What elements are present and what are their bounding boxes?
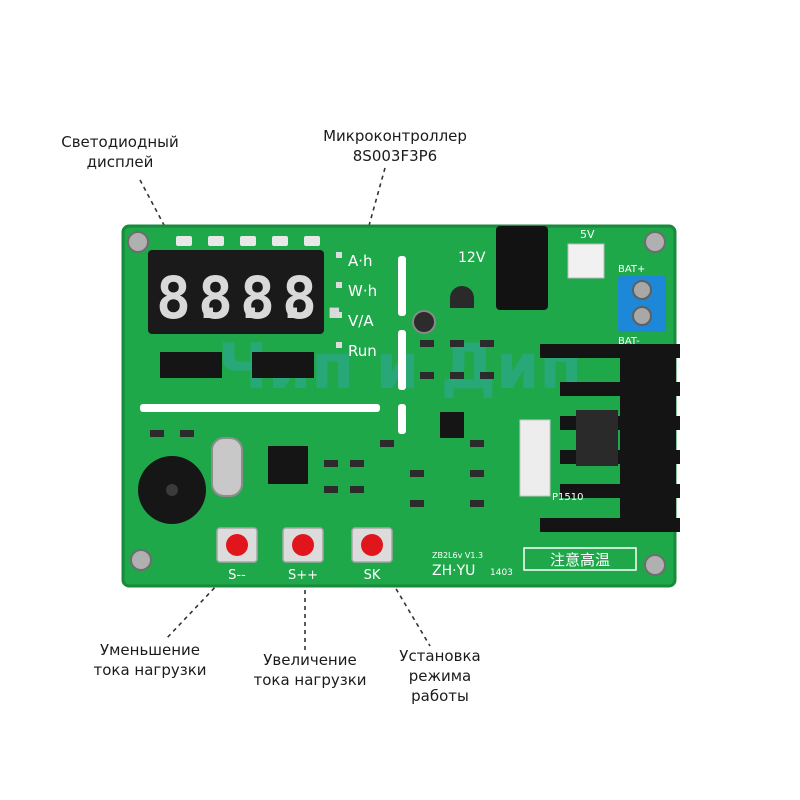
driver-chip-left: [160, 352, 222, 378]
callout-mode-setting: Установка режима работы: [399, 647, 481, 705]
power-label: 12V: [458, 250, 486, 266]
terminal-block: [618, 276, 666, 332]
button-decrease[interactable]: [216, 527, 258, 563]
warning-label: 注意高温: [550, 551, 610, 569]
button-label-increase: S++: [288, 568, 318, 583]
svg-text:8.: 8.: [198, 264, 268, 332]
warning-box: [523, 547, 637, 571]
status-leds: [176, 236, 320, 246]
mode-label-run: Run: [348, 342, 377, 360]
mode-label-wh: W·h: [348, 282, 377, 300]
opamp-chip: [440, 412, 464, 438]
display-digits: 8. 8. 8. 8.: [156, 264, 352, 332]
leader-mode: [391, 581, 431, 647]
resistor-label: P1510: [552, 492, 583, 503]
capacitor: [412, 310, 436, 334]
battery-label-bottom: BAT-: [618, 336, 640, 347]
model-label: ZB2L6v V1.3: [432, 551, 483, 560]
load-resistor: [519, 419, 551, 497]
maker-label: ZH·YU: [432, 563, 475, 579]
svg-text:8.: 8.: [240, 264, 310, 332]
transistor: [450, 286, 474, 308]
callout-microcontroller: Микроконтроллер 8S003F3P6: [323, 127, 467, 165]
driver-chip-right: [252, 352, 314, 378]
battery-label-top: BAT+: [618, 264, 645, 275]
callout-led-display: Светодиодный дисплей: [61, 133, 179, 171]
crystal: [211, 437, 243, 497]
mode-label-ah: A·h: [348, 252, 373, 270]
mode-label-va: V/A: [348, 312, 374, 330]
button-mode[interactable]: [351, 527, 393, 563]
screw-icon: [127, 231, 666, 576]
heatsink: [540, 344, 680, 532]
button-label-decrease: S--: [228, 568, 246, 583]
leader-decrease: [164, 581, 221, 641]
buzzer-icon: [138, 456, 206, 524]
button-increase[interactable]: [282, 527, 324, 563]
mode-labels: A·h W·h V/A Run: [336, 252, 377, 360]
callout-increase-load: Увеличение тока нагрузки: [253, 651, 367, 689]
power-jack: [496, 226, 548, 310]
led-display: [148, 250, 324, 334]
callout-decrease-load: Уменьшение тока нагрузки: [93, 641, 207, 679]
svg-text:8.: 8.: [156, 264, 226, 332]
code-label: 1403: [490, 568, 513, 578]
usb-connector: [567, 243, 605, 279]
port-label: 5V: [580, 228, 595, 241]
microcontroller-chip: [268, 446, 308, 484]
svg-text:8.: 8.: [282, 264, 352, 332]
button-label-mode: SK: [364, 568, 381, 583]
smd-components: [150, 340, 494, 507]
silkscreen-bars: [140, 256, 406, 434]
